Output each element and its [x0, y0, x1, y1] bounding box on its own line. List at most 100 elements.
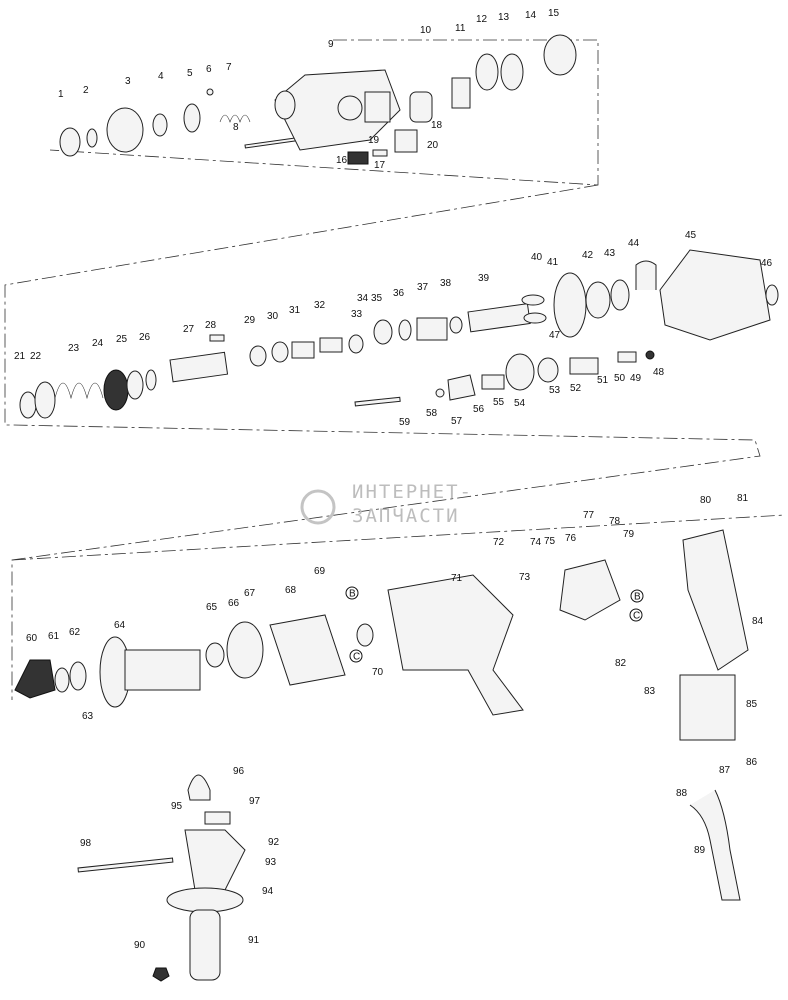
part-number-43: 43 — [604, 248, 616, 259]
part-number-94: 94 — [262, 886, 274, 897]
part-number-68: 68 — [285, 585, 297, 596]
connector-marker-circle — [629, 608, 643, 622]
part-number-9: 9 — [328, 39, 334, 50]
watermark-line-1: ИНТЕРНЕТ- — [352, 481, 473, 503]
part-number-5: 5 — [187, 68, 193, 79]
part-number-16: 16 — [336, 155, 348, 166]
part-number-6: 6 — [206, 64, 212, 75]
connector-label: B — [634, 592, 641, 603]
connector-label: C — [633, 611, 640, 622]
part-number-41: 41 — [547, 257, 559, 268]
part-number-18: 18 — [431, 120, 443, 131]
watermark: ИНТЕРНЕТ- ЗАПЧАСТИ — [300, 481, 473, 527]
part-number-61: 61 — [48, 631, 60, 642]
part-number-71: 71 — [451, 573, 463, 584]
part-number-39: 39 — [478, 273, 490, 284]
watermark-logo-icon — [300, 489, 336, 525]
part-number-63: 63 — [82, 711, 94, 722]
assembly-axis-top — [49, 39, 599, 186]
part-number-55: 55 — [493, 397, 505, 408]
part-number-2: 2 — [83, 85, 89, 96]
part-number-58: 58 — [426, 408, 438, 419]
part-number-87: 87 — [719, 765, 731, 776]
part-number-32: 32 — [314, 300, 326, 311]
part-number-86: 86 — [746, 757, 758, 768]
part-number-51: 51 — [597, 375, 609, 386]
part-number-91: 91 — [248, 935, 260, 946]
part-number-36: 36 — [393, 288, 405, 299]
part-number-79: 79 — [623, 529, 635, 540]
part-number-3: 3 — [125, 76, 131, 87]
part-number-73: 73 — [519, 572, 531, 583]
part-number-50: 50 — [614, 373, 626, 384]
part-number-23: 23 — [68, 343, 80, 354]
part-number-38: 38 — [440, 278, 452, 289]
part-number-53: 53 — [549, 385, 561, 396]
part-number-83: 83 — [644, 686, 656, 697]
part-number-12: 12 — [476, 14, 488, 25]
part-number-57: 57 — [451, 416, 463, 427]
part-number-31: 31 — [289, 305, 301, 316]
part-number-25: 25 — [116, 334, 128, 345]
part-number-48: 48 — [653, 367, 665, 378]
part-number-37: 37 — [417, 282, 429, 293]
part-number-4: 4 — [158, 71, 164, 82]
part-number-93: 93 — [265, 857, 277, 868]
part-number-34: 34 — [357, 293, 369, 304]
part-number-88: 88 — [676, 788, 688, 799]
part-number-78: 78 — [609, 516, 621, 527]
watermark-line-2: ЗАПЧАСТИ — [352, 505, 460, 527]
part-number-11: 11 — [455, 23, 466, 34]
connector-label: B — [349, 589, 356, 600]
part-number-56: 56 — [473, 404, 485, 415]
part-number-97: 97 — [249, 796, 261, 807]
part-number-96: 96 — [233, 766, 245, 777]
part-number-26: 26 — [139, 332, 151, 343]
part-number-59: 59 — [399, 417, 411, 428]
part-number-35: 35 — [371, 293, 383, 304]
part-number-24: 24 — [92, 338, 104, 349]
part-number-14: 14 — [525, 10, 537, 21]
part-number-95: 95 — [171, 801, 183, 812]
connector-marker-circle — [345, 586, 359, 600]
part-number-82: 82 — [615, 658, 627, 669]
part-number-33: 33 — [351, 309, 363, 320]
assembly-axis-middle — [4, 184, 761, 700]
part-number-29: 29 — [244, 315, 256, 326]
connector-label: C — [353, 652, 360, 663]
part-number-7: 7 — [226, 62, 232, 73]
part-number-60: 60 — [26, 633, 38, 644]
part-number-75: 75 — [544, 536, 556, 547]
part-number-76: 76 — [565, 533, 577, 544]
part-number-30: 30 — [267, 311, 279, 322]
part-number-21: 21 — [14, 351, 26, 362]
part-number-22: 22 — [30, 351, 42, 362]
part-number-77: 77 — [583, 510, 595, 521]
part-number-72: 72 — [493, 537, 505, 548]
part-number-67: 67 — [244, 588, 256, 599]
part-number-44: 44 — [628, 238, 640, 249]
part-number-62: 62 — [69, 627, 81, 638]
part-number-8: 8 — [233, 122, 239, 133]
part-number-49: 49 — [630, 373, 642, 384]
part-number-40: 40 — [531, 252, 543, 263]
connector-marker-circle — [630, 589, 644, 603]
part-shapes — [14, 34, 779, 982]
part-number-46: 46 — [761, 258, 773, 269]
part-number-89: 89 — [694, 845, 706, 856]
part-number-80: 80 — [700, 495, 712, 506]
connector-marker-circle — [349, 649, 363, 663]
part-number-70: 70 — [372, 667, 384, 678]
part-number-92: 92 — [268, 837, 280, 848]
part-number-81: 81 — [737, 493, 749, 504]
part-number-74: 74 — [530, 537, 542, 548]
part-number-28: 28 — [205, 320, 217, 331]
part-number-65: 65 — [206, 602, 218, 613]
part-number-84: 84 — [752, 616, 764, 627]
part-number-1: 1 — [58, 89, 64, 100]
part-number-45: 45 — [685, 230, 697, 241]
part-number-98: 98 — [80, 838, 92, 849]
part-number-17: 17 — [374, 160, 386, 171]
